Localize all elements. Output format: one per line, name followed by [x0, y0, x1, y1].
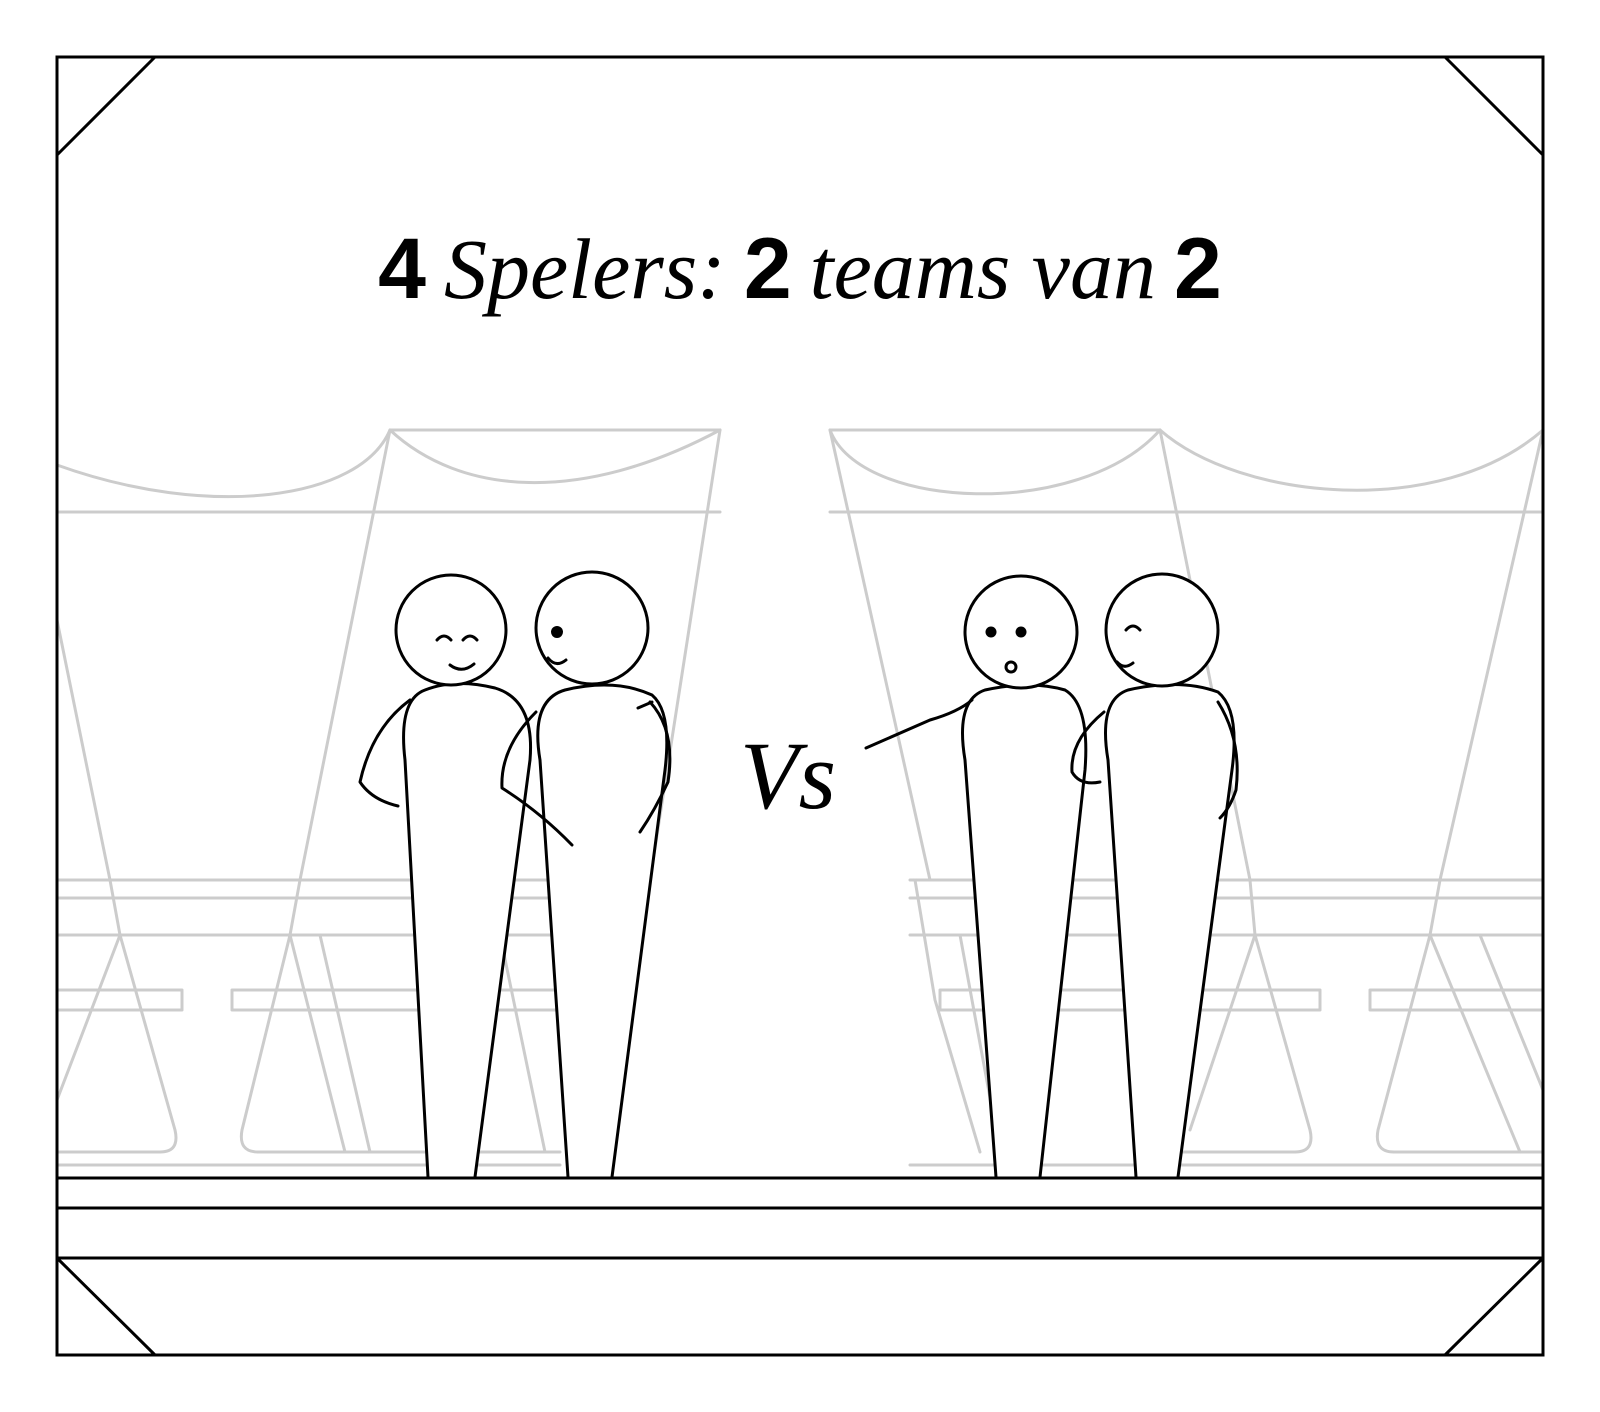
- player-4: [1070, 572, 1239, 1179]
- player-4-mouth: [1115, 660, 1135, 668]
- vs-label: Vs: [740, 722, 836, 829]
- player-4-head: [1104, 572, 1220, 688]
- corner-tab-top-left: [55, 55, 157, 157]
- title-team-size: 2: [1174, 221, 1222, 317]
- player-4-arm-back: [1216, 700, 1239, 820]
- team-right: [864, 572, 1239, 1179]
- left-umbrella: [55, 428, 722, 882]
- player-2-head: [534, 570, 650, 686]
- player-4-arm-front: [1070, 710, 1106, 785]
- player-2-mouth: [546, 656, 568, 665]
- player-1-left-eye: [435, 634, 453, 642]
- corner-tab-top-right: [1443, 55, 1545, 157]
- player-3-right-eye: [1015, 626, 1027, 638]
- ground-stripes: [55, 1176, 1545, 1260]
- player-1-head: [394, 573, 508, 687]
- team-left: [358, 570, 672, 1179]
- corner-tab-bottom-left: [55, 1256, 157, 1357]
- photo-frame: [55, 55, 1545, 1357]
- player-3-mouth: [1004, 660, 1018, 674]
- title-team-count: 2: [744, 221, 792, 317]
- player-2-arm-front: [500, 710, 574, 847]
- player-2-eye: [551, 626, 563, 638]
- title-players-word: Spelers:: [444, 221, 726, 317]
- player-2: [500, 570, 672, 1179]
- player-1-smile: [448, 662, 476, 671]
- player-1-arm: [358, 698, 412, 808]
- player-3: [864, 574, 1088, 1179]
- player-3-pointing-arm: [864, 698, 974, 750]
- player-3-left-eye: [985, 626, 997, 638]
- player-1: [358, 573, 533, 1179]
- title-player-count: 4: [378, 221, 426, 317]
- player-4-eye: [1124, 624, 1142, 632]
- player-2-arm-back: [638, 700, 672, 834]
- title-teams-of-word: teams van: [810, 221, 1156, 317]
- corner-tab-bottom-right: [1443, 1256, 1545, 1357]
- player-1-right-eye: [461, 634, 479, 642]
